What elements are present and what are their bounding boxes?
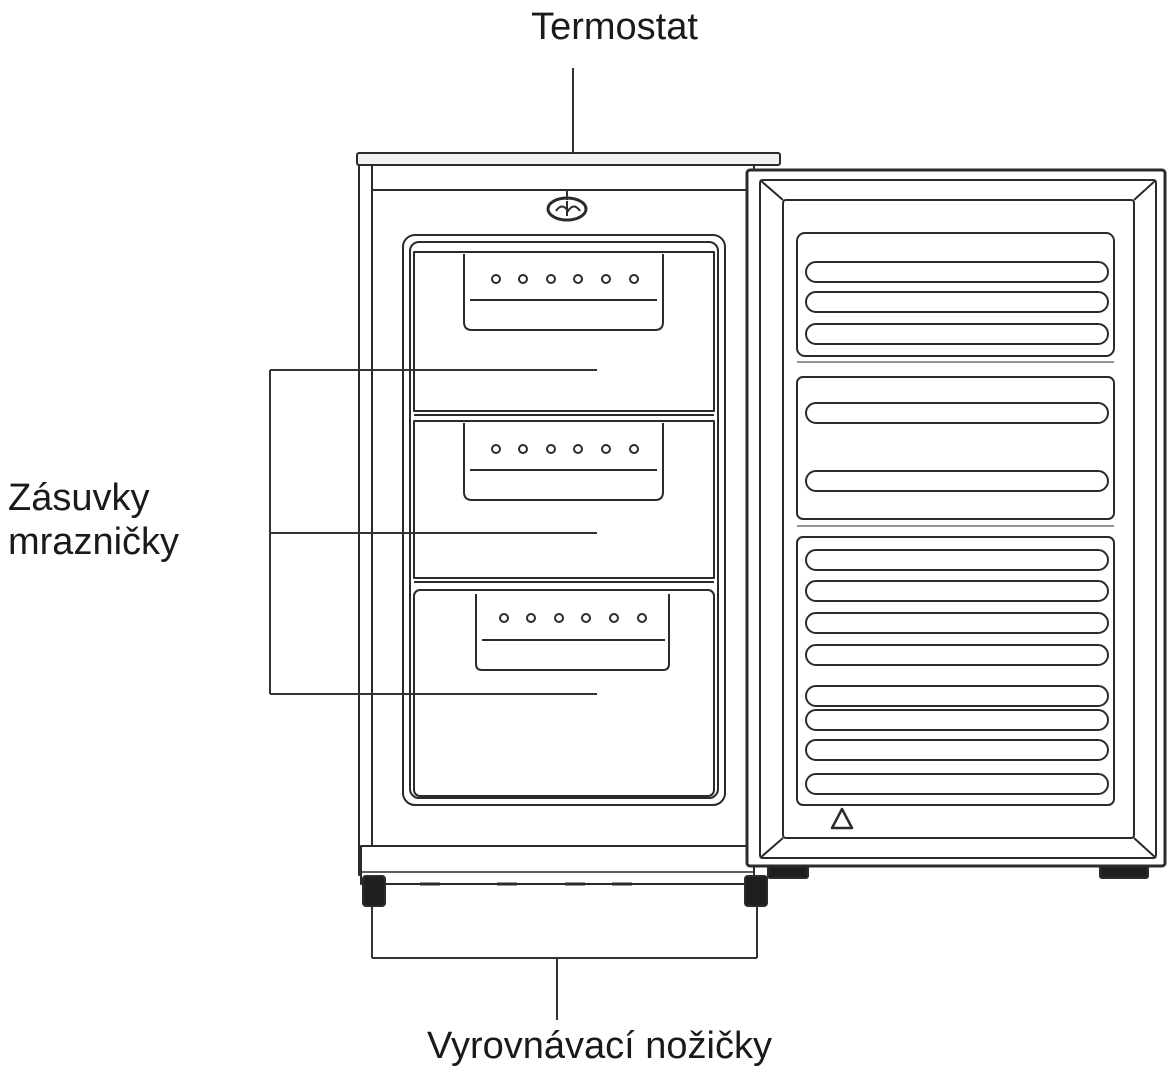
feet-leader	[371, 906, 758, 1020]
thermostat-label: Termostat	[531, 6, 698, 48]
freezer-drawers-label-line2: mrazničky	[8, 521, 180, 563]
freezer-drawer-1	[413, 251, 715, 416]
freezer-drawers-label-line1: Zásuvky	[8, 477, 150, 519]
drawers-leader	[269, 369, 597, 695]
leveling-feet	[362, 865, 1149, 907]
freezer-drawers-label: Zásuvky mrazničky	[8, 476, 179, 564]
inner-compartment	[402, 234, 726, 806]
leveling-feet-label: Vyrovnávací nožičky	[427, 1025, 772, 1067]
open-door	[745, 168, 1167, 868]
leader-lines	[269, 68, 758, 1020]
door-shelf-ridges	[805, 261, 1109, 795]
freezer-drawer-2	[413, 420, 715, 583]
recycle-icon	[830, 807, 854, 830]
